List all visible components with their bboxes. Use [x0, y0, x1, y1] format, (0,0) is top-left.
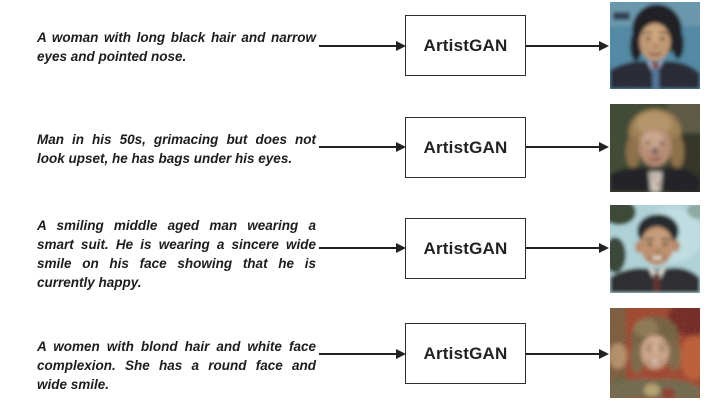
- generated-face-image: [610, 205, 700, 293]
- generated-face-image: [610, 308, 700, 398]
- prompt-text: Man in his 50s, grimacing but does not l…: [37, 132, 316, 166]
- generated-face-image: [610, 104, 700, 192]
- artistgan-label: ArtistGAN: [423, 343, 508, 363]
- prompt-text: A woman with long black hair and narrow …: [37, 30, 316, 64]
- artistgan-box: ArtistGAN: [405, 218, 526, 279]
- arrow-right-icon: [319, 243, 406, 253]
- generated-face-image: [610, 2, 700, 89]
- artistgan-label: ArtistGAN: [423, 35, 508, 55]
- arrow-right-icon: [319, 142, 406, 152]
- arrow-right-icon: [526, 142, 609, 152]
- arrow-right-icon: [319, 349, 406, 359]
- arrow-right-icon: [526, 349, 609, 359]
- arrow-right-icon: [319, 41, 406, 51]
- artistgan-label: ArtistGAN: [423, 137, 508, 157]
- artistgan-box: ArtistGAN: [405, 117, 526, 178]
- artistgan-box: ArtistGAN: [405, 323, 526, 384]
- artistgan-label: ArtistGAN: [423, 238, 508, 258]
- prompt-text: A smiling middle aged man wearing a smar…: [37, 218, 316, 290]
- arrow-right-icon: [526, 243, 609, 253]
- arrow-right-icon: [526, 41, 609, 51]
- artistgan-box: ArtistGAN: [405, 15, 526, 76]
- prompt-text: A women with blond hair and white face c…: [37, 339, 316, 392]
